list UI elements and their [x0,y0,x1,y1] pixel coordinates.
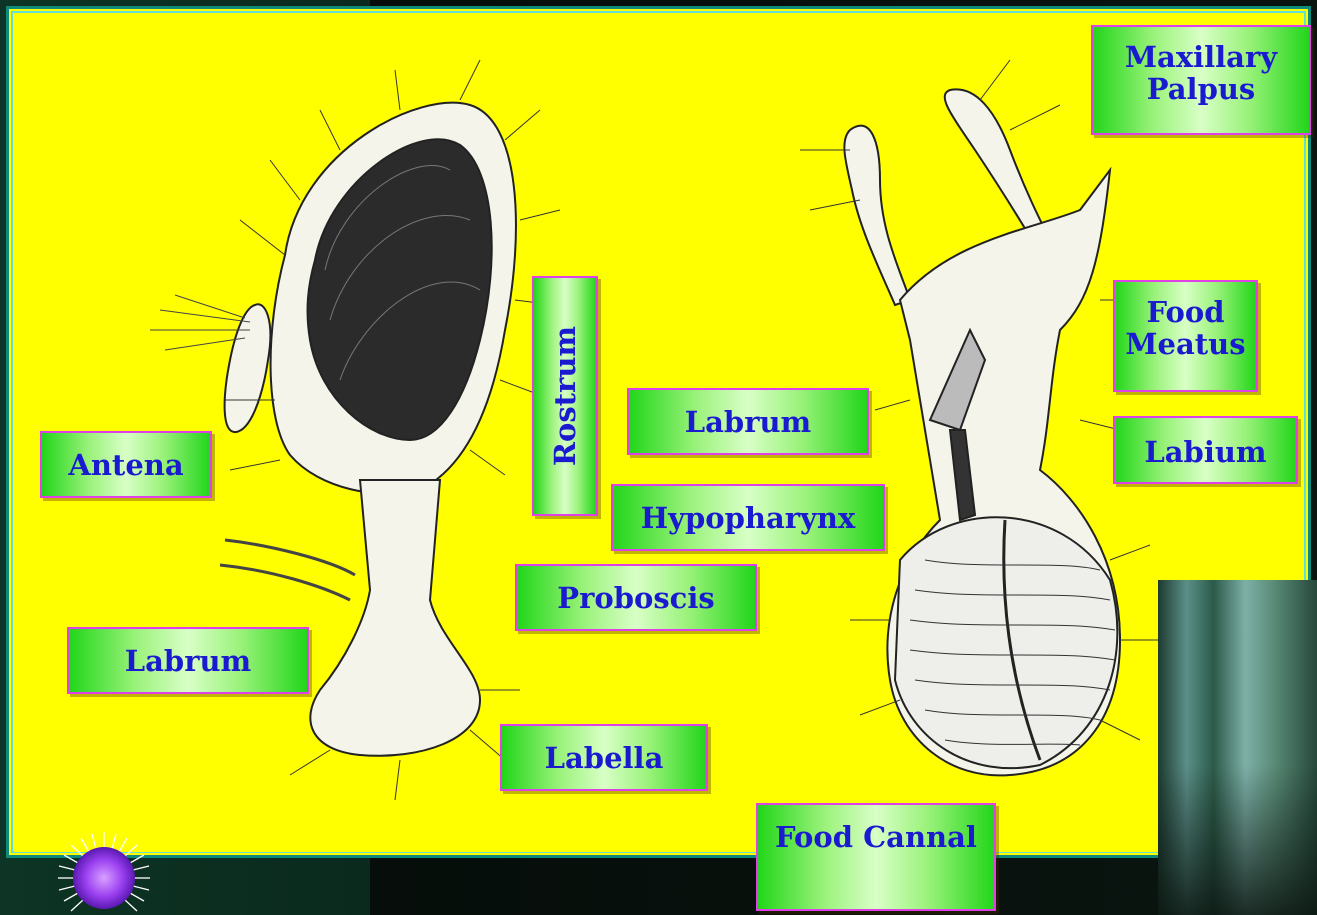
maxillary-palp-right [945,89,1050,245]
label-food-meatus: Food Meatus [1113,280,1258,392]
label-labrum-left: Labrum [67,627,309,694]
label-food-cannal: Food Cannal [756,803,996,911]
label-labrum-middle: Labrum [627,388,869,455]
antenna-shape [225,304,271,432]
video-thumbnail[interactable] [1158,580,1317,915]
label-rostrum: Rostrum [532,276,598,516]
labella-right [895,517,1117,768]
purple-starburst-icon [58,832,162,915]
label-labella: Labella [500,724,708,791]
label-proboscis: Proboscis [515,564,757,631]
label-maxillary-palpus: Maxillary Palpus [1091,25,1311,135]
maxillary-palp-left [844,126,910,305]
video-thumbnail-shade [1158,765,1317,915]
label-antena: Antena [40,431,212,498]
proboscis-shape [310,480,480,756]
fly-mouthparts [844,89,1120,775]
label-hypopharynx: Hypopharynx [611,484,885,551]
label-labium: Labium [1113,416,1298,484]
